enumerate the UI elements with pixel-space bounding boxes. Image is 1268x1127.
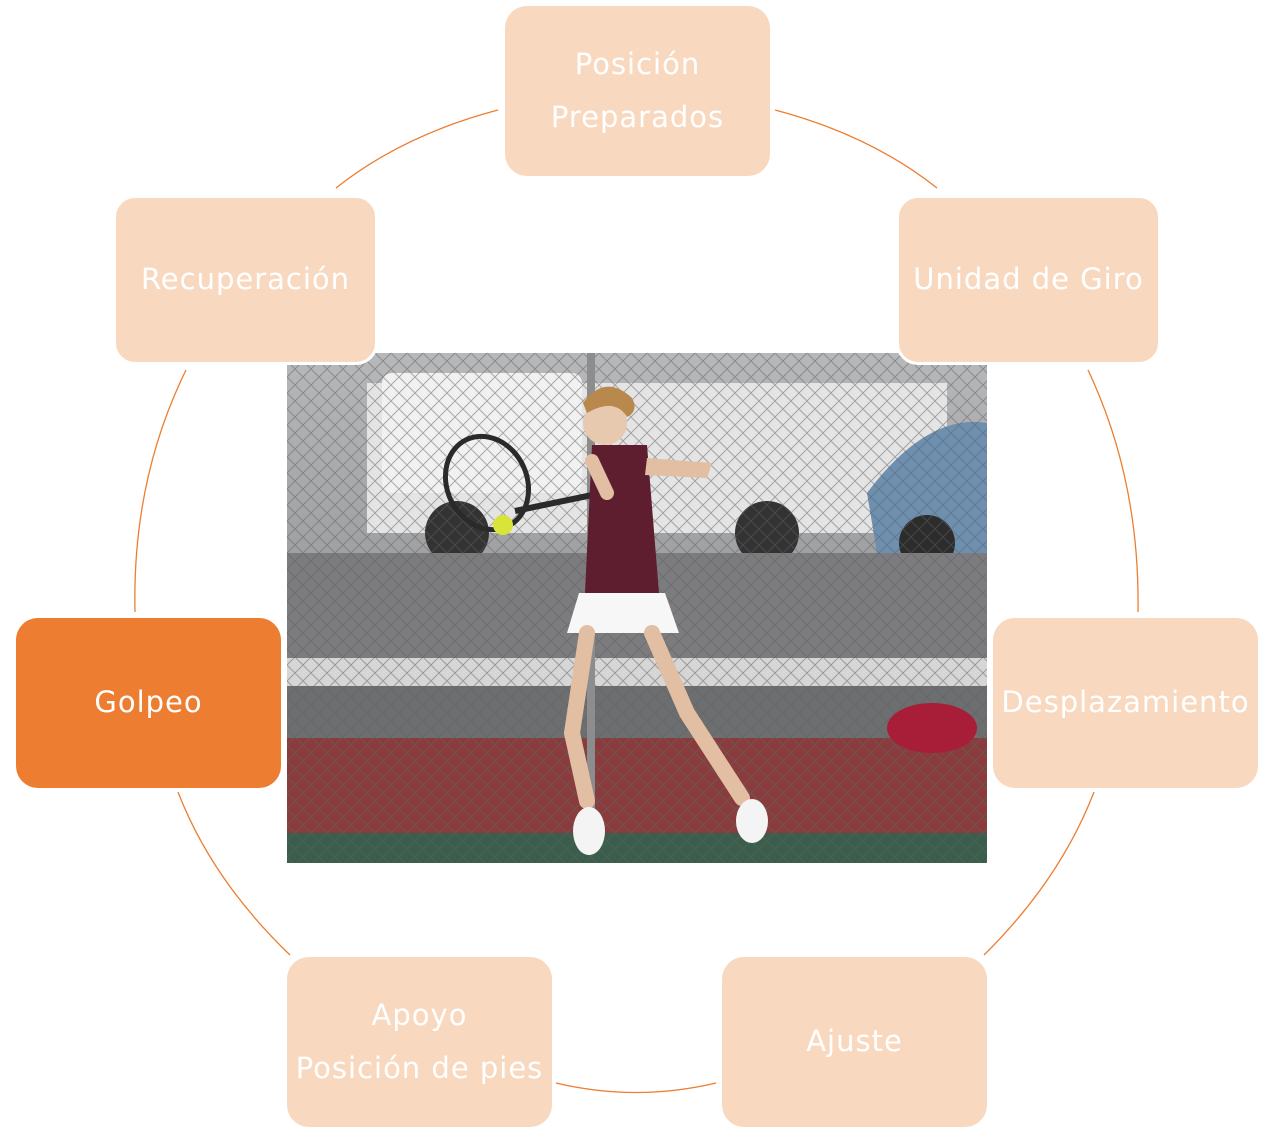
step-label: Golpeo bbox=[94, 685, 203, 720]
step-label: Unidad de Giro bbox=[913, 262, 1144, 297]
step-label: Apoyo bbox=[371, 997, 468, 1032]
tennis-photo-illustration bbox=[287, 353, 987, 863]
step-posicion-preparados[interactable]: Posición Preparados bbox=[505, 6, 770, 176]
step-label: Recuperación bbox=[140, 262, 351, 297]
step-label: Preparados bbox=[550, 100, 725, 134]
connector-desplazamiento-ajuste bbox=[983, 791, 1095, 956]
connector-apoyo-golpeo bbox=[177, 791, 291, 956]
step-apoyo-posicion-de-pies[interactable]: Apoyo Posición de pies bbox=[287, 957, 552, 1127]
connector-unidad-desplazamiento bbox=[1087, 369, 1139, 613]
connector-golpeo-recuperacion bbox=[134, 369, 187, 613]
connector-posicion-unidad bbox=[774, 109, 938, 189]
tennis-player-photo bbox=[287, 353, 987, 863]
step-label: Posición bbox=[574, 46, 701, 81]
step-unidad-de-giro[interactable]: Unidad de Giro bbox=[896, 195, 1161, 365]
step-desplazamiento[interactable]: Desplazamiento bbox=[993, 618, 1258, 788]
connector-recuperacion-posicion bbox=[335, 109, 499, 189]
step-ajuste[interactable]: Ajuste bbox=[722, 957, 987, 1127]
step-golpeo-active[interactable]: Golpeo bbox=[16, 618, 281, 788]
step-label: Posición de pies bbox=[295, 1051, 544, 1085]
step-recuperacion[interactable]: Recuperación bbox=[113, 195, 378, 365]
step-label: Desplazamiento bbox=[1001, 685, 1250, 720]
step-label: Ajuste bbox=[806, 1024, 903, 1059]
connector-ajuste-apoyo bbox=[555, 1082, 717, 1094]
